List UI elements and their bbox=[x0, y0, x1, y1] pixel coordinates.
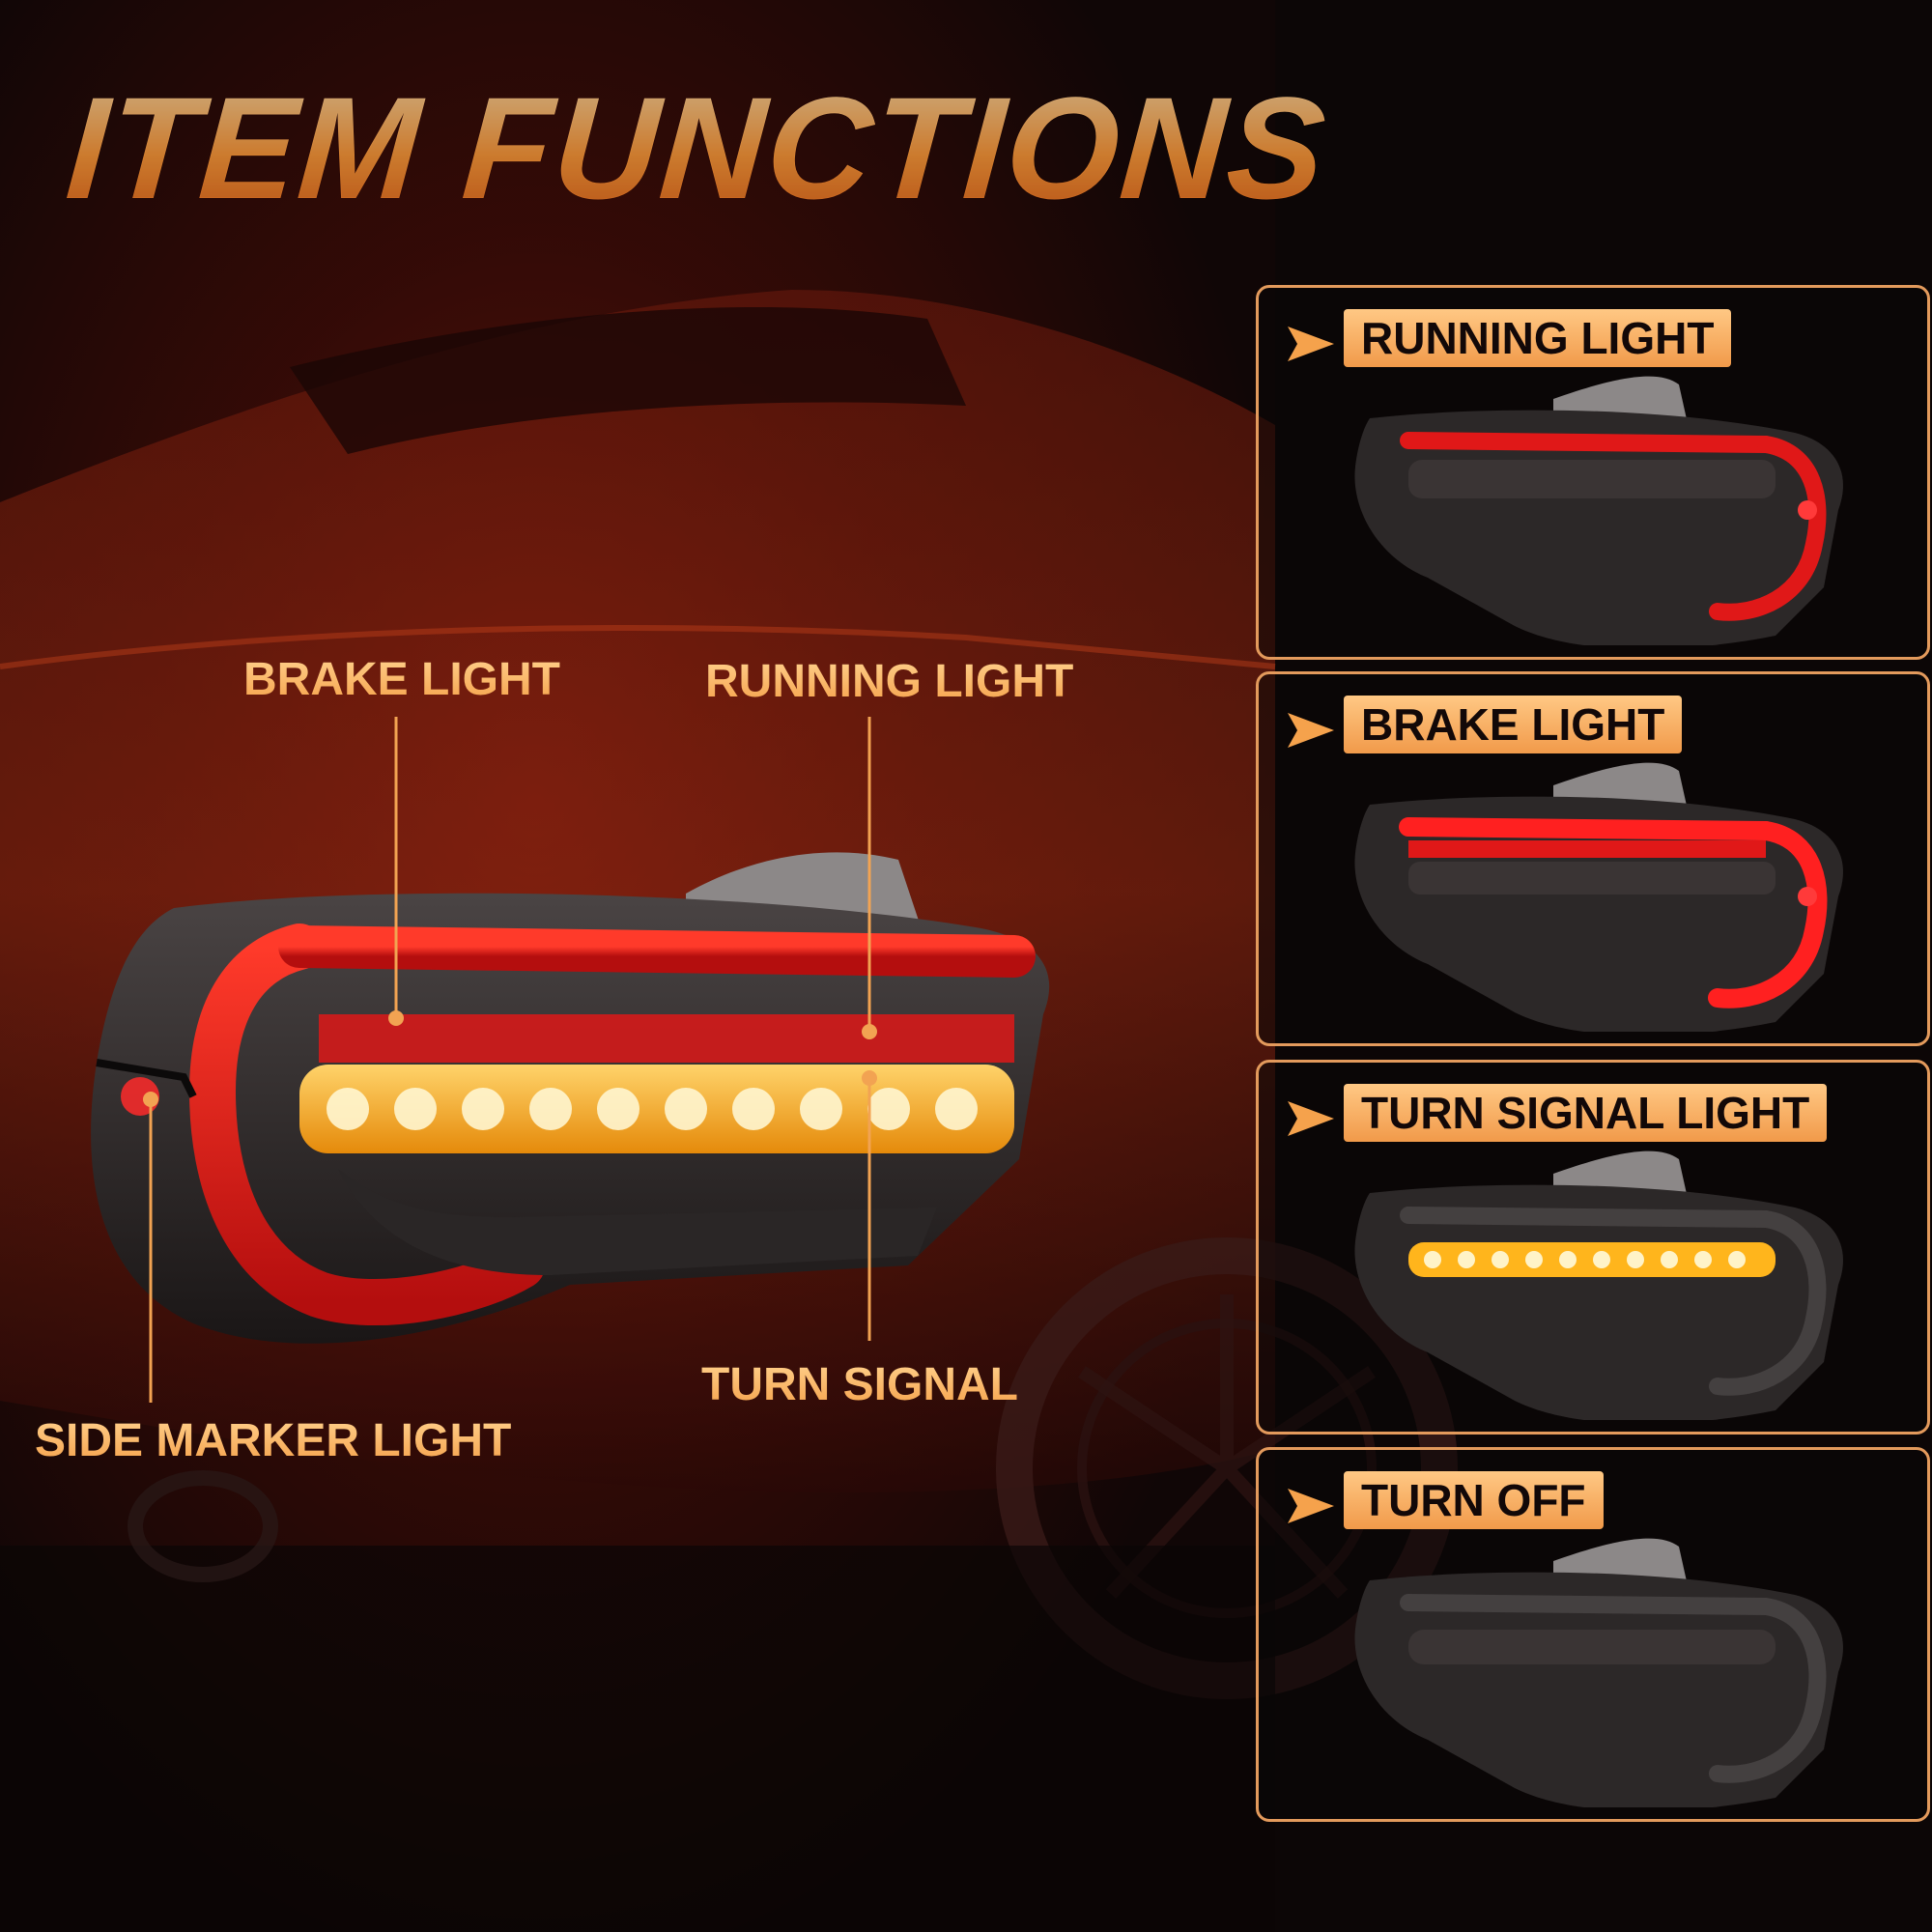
label-turn-signal: TURN SIGNAL bbox=[701, 1359, 1018, 1410]
panel-label: RUNNING LIGHT bbox=[1344, 309, 1732, 367]
arrow-icon bbox=[1288, 713, 1334, 748]
lamp-off bbox=[1354, 1538, 1843, 1807]
panel-running-light: RUNNING LIGHT bbox=[1256, 285, 1930, 660]
lamp-brake bbox=[1354, 762, 1843, 1032]
arrow-icon bbox=[1288, 327, 1334, 361]
label-side-marker-light: SIDE MARKER LIGHT bbox=[35, 1415, 512, 1466]
arrow-icon bbox=[1288, 1489, 1334, 1523]
main-tail-light bbox=[91, 852, 1050, 1344]
label-brake-light: BRAKE LIGHT bbox=[243, 654, 560, 705]
panel-brake-light: BRAKE LIGHT bbox=[1256, 671, 1930, 1046]
panel-label: TURN SIGNAL LIGHT bbox=[1344, 1084, 1828, 1142]
panel-label: TURN OFF bbox=[1344, 1471, 1604, 1529]
panel-label: BRAKE LIGHT bbox=[1344, 696, 1683, 753]
panel-turn-signal-light: TURN SIGNAL LIGHT bbox=[1256, 1060, 1930, 1435]
lamp-turn bbox=[1354, 1151, 1843, 1420]
panel-turn-off: TURN OFF bbox=[1256, 1447, 1930, 1822]
label-running-light: RUNNING LIGHT bbox=[705, 656, 1074, 707]
lamp-running bbox=[1354, 376, 1843, 645]
arrow-icon bbox=[1288, 1101, 1334, 1136]
